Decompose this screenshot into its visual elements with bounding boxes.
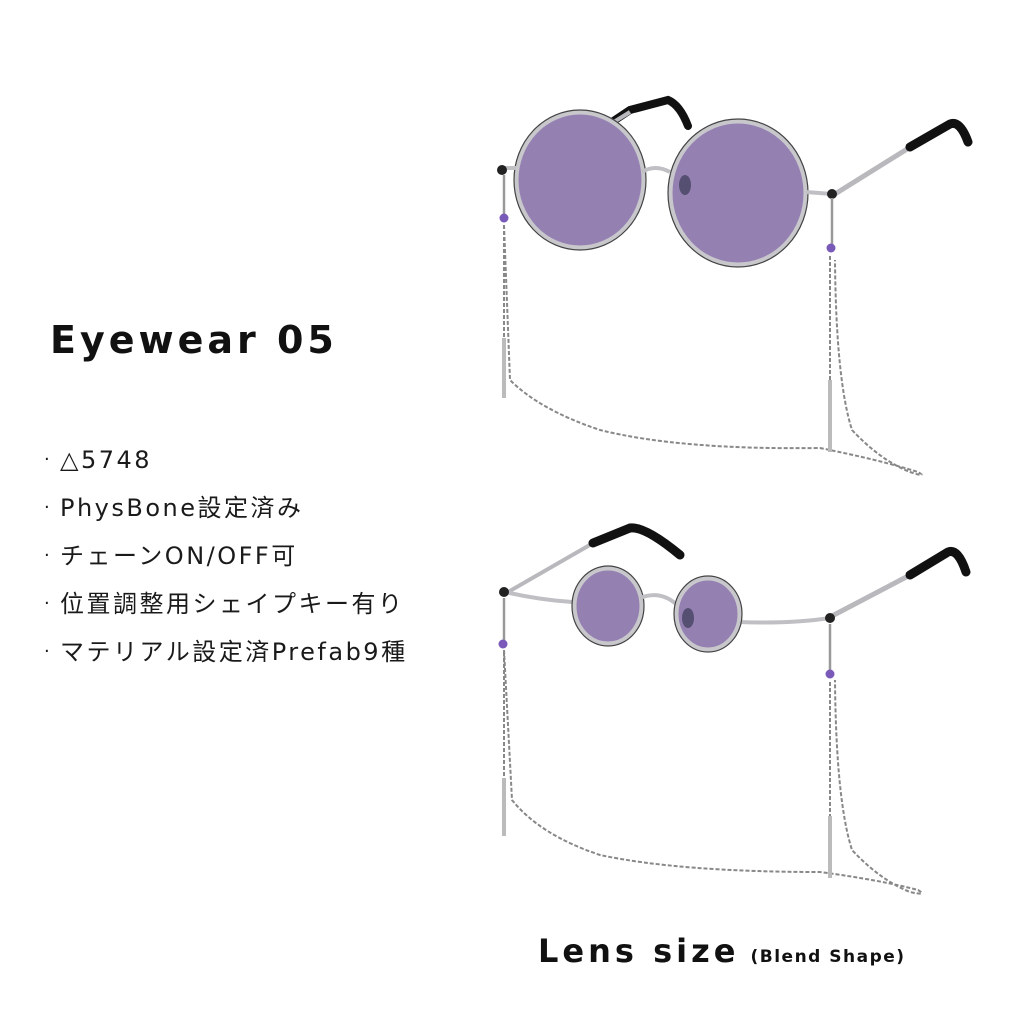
feature-text: チェーンON/OFF可 <box>60 542 298 570</box>
bullet: · <box>44 641 53 662</box>
bullet: · <box>44 449 53 470</box>
glasses-small-icon <box>498 523 971 895</box>
feature-item-shape-keys: · 位置調整用シェイプキー有り <box>44 580 408 628</box>
small-lens-glasses-image <box>480 500 1000 920</box>
feature-text: 位置調整用シェイプキー有り <box>60 590 405 618</box>
feature-text: △5748 <box>60 446 153 474</box>
feature-item-prefabs: · マテリアル設定済Prefab9種 <box>44 628 408 676</box>
glasses-large-icon <box>497 95 973 476</box>
product-title: Eyewear 05 <box>50 318 338 362</box>
large-lens-glasses-image <box>480 80 1000 490</box>
lens-size-caption: Lens size (Blend Shape) <box>538 932 906 970</box>
bullet: · <box>44 593 53 614</box>
feature-text: PhysBone設定済み <box>60 494 304 522</box>
bullet: · <box>44 545 53 566</box>
caption-main: Lens size <box>538 932 740 970</box>
feature-item-physbone: · PhysBone設定済み <box>44 484 408 532</box>
bullet: · <box>44 497 53 518</box>
caption-sub: (Blend Shape) <box>750 947 906 967</box>
feature-item-chain-toggle: · チェーンON/OFF可 <box>44 532 408 580</box>
feature-item-polycount: · △5748 <box>44 436 408 484</box>
feature-list: · △5748 · PhysBone設定済み · チェーンON/OFF可 · 位置調整用… <box>44 436 408 676</box>
feature-text: マテリアル設定済Prefab9種 <box>60 638 408 666</box>
